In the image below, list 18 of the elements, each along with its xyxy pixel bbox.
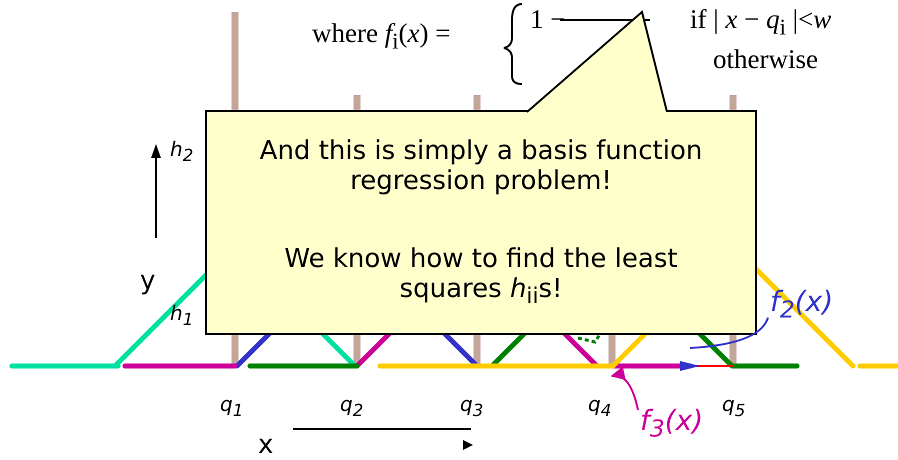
formula-text: if | x − q$_{i}$ |<w <box>690 4 832 40</box>
tick-label: q$_{5}$ <box>722 392 746 420</box>
axis-label: h$_{2}$ <box>170 137 194 165</box>
axis-label: x <box>258 430 274 460</box>
tick-label: q$_{2}$ <box>340 392 364 420</box>
axis-label: h$_{1}$ <box>170 301 194 329</box>
callout-text: We know how to find the least squares h$_{ii}$s! <box>283 244 679 309</box>
leader-line <box>690 317 769 349</box>
function-label: f$_{3}$(x) <box>640 404 704 443</box>
callout-text: And this is simply a basis function regression problem! <box>258 136 704 196</box>
tick-label: q$_{3}$ <box>460 392 484 420</box>
formula-text: where f$_{i}$(x) = <box>312 18 450 54</box>
tick-label: q$_{1}$ <box>220 392 244 420</box>
formula-text: otherwise <box>713 44 818 75</box>
axis-label: y <box>140 266 156 296</box>
leader-line <box>610 367 639 410</box>
tick-label: q$_{4}$ <box>588 392 612 420</box>
function-label: f$_{2}$(x) <box>770 285 834 324</box>
